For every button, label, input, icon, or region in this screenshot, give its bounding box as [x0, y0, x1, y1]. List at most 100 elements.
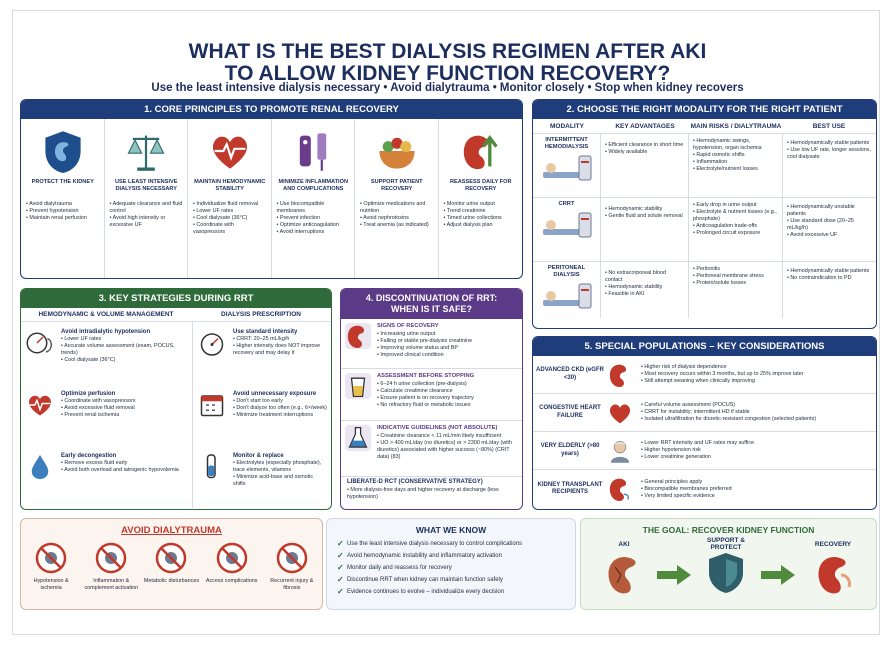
knowledge-text: Evidence continues to evolve – individua… — [347, 588, 505, 595]
bullet-item: Ensure patient is on recovery trajectory — [377, 395, 518, 402]
arrow-right-icon-1 — [657, 565, 691, 585]
no-kidney-icon — [276, 542, 308, 574]
dialytrauma-item: Hypotension & ischemia — [23, 542, 79, 592]
transplant-kidney-icon — [607, 476, 633, 502]
check-icon: ✓ — [337, 551, 344, 560]
title-line-2: TO ALLOW KIDNEY FUNCTION RECOVERY? — [224, 62, 671, 85]
arrow-right-icon-2 — [761, 565, 795, 585]
bullet-item: Careful volume assessment (POCUS) — [641, 402, 876, 409]
bullet-item: Peritonitis — [693, 266, 778, 273]
bullet-item: No contraindication to PD — [787, 275, 871, 282]
discontinuation-section: ASSESSMENT BEFORE STOPPING 6–24 h urine c… — [341, 369, 522, 421]
patient-hemodialysis-icon — [541, 154, 593, 184]
bullet-item: Optimize anticoagulation — [277, 222, 351, 229]
modality-best-use: Hemodynamically stable patientsNo contra… — [787, 268, 871, 282]
bullet-item: Electrolyte & nutrient losses (e.g., pho… — [693, 209, 778, 223]
discontinuation-bullets: 6–24 h urine collection (pre-dialysis)Ca… — [377, 381, 518, 409]
dialytrauma-item: Access complications — [204, 542, 260, 592]
bullet-item: Prolonged circuit exposure — [693, 230, 778, 237]
dialytrauma-label: Access complications — [205, 578, 258, 584]
urine-cup-icon — [345, 373, 371, 399]
core-principle-bullets: Use biocompatible membranesPrevent infec… — [277, 201, 351, 236]
test-tube-icon — [197, 452, 227, 482]
discontinuation-section-title: SIGNS OF RECOVERY — [377, 323, 439, 329]
column-modality: MODALITY — [550, 122, 584, 130]
discontinuation-header: 4. DISCONTINUATION OF RRT: WHEN IS IT SA… — [341, 289, 522, 319]
core-principle-bullets: Avoid dialytraumaPrevent hypotensionMain… — [26, 201, 100, 222]
strategy-title: Use standard intensity — [233, 329, 298, 335]
no-virus-icon — [95, 542, 127, 574]
modality-row: CRRTHemodynamic stabilityGentle fluid an… — [533, 198, 876, 262]
modality-advantages: Hemodynamic stabilityGentle fluid and so… — [605, 206, 684, 220]
bullet-item: Use biocompatible membranes — [277, 201, 351, 215]
special-population-bullets: Higher risk of dialysis dependenceMost r… — [641, 364, 876, 385]
bullet-item: Monitor urine output — [444, 201, 519, 208]
modality-risks: Early drop in urine outputElectrolyte & … — [693, 202, 778, 237]
knowledge-item: ✓Discontinue RRT when kidney can maintai… — [337, 575, 575, 584]
bullet-item: Higher hypotension risk — [641, 447, 876, 454]
prescription-column-title: DIALYSIS PRESCRIPTION — [221, 311, 301, 318]
gauge-tube-icon — [25, 328, 55, 358]
strategy-title: Early decongestion — [61, 453, 117, 459]
core-principle-item: MINIMIZE INFLAMMATION AND COMPLICATIONS U… — [272, 119, 355, 278]
bullet-item: Higher intensity does NOT improve recove… — [233, 343, 327, 357]
special-population-row: KIDNEY TRANSPLANT RECIPIENTSGeneral prin… — [533, 470, 876, 508]
bullet-item: Individualize fluid removal — [193, 201, 267, 208]
discontinuation-section: SIGNS OF RECOVERY Increasing urine output… — [341, 319, 522, 369]
bullet-item: Lower UF rates — [193, 208, 267, 215]
bullet-item: Most recovery occurs within 3 months, bu… — [641, 371, 876, 378]
strategy-item: Monitor & replaceElectrolytes (especiall… — [193, 446, 331, 508]
discontinuation-bullets: Increasing urine outputFalling or stable… — [377, 331, 518, 359]
kidney-icon — [607, 362, 633, 388]
dialytrauma-item: Metabolic disturbances — [143, 542, 199, 592]
strategy-bullets: Electrolytes (especially phosphate), tra… — [233, 460, 327, 488]
knowledge-item: ✓Avoid hemodynamic instability and infla… — [337, 551, 575, 560]
bullet-item: Hemodynamic stability — [605, 206, 684, 213]
bullet-item: Protein/solute losses — [693, 280, 778, 287]
bullet-item: Anticoagulation trade-offs — [693, 223, 778, 230]
core-principles-header: 1. CORE PRINCIPLES TO PROMOTE RENAL RECO… — [21, 100, 522, 119]
bullet-item: Avoid nephrotoxins — [360, 215, 434, 222]
core-principle-title: MINIMIZE INFLAMMATION AND COMPLICATIONS — [278, 179, 349, 192]
strategy-title: Optimize perfusion — [61, 391, 116, 397]
special-population-name: VERY ELDERLY (>80 years) — [540, 443, 600, 457]
bullet-item: Higher risk of dialysis dependence — [641, 364, 876, 371]
bullet-item: Very limited specific evidence — [641, 493, 876, 500]
bullet-item: Hemodynamic stability — [605, 284, 684, 291]
strategies-header: 3. KEY STRATEGIES DURING RRT — [21, 289, 331, 308]
balance-scale-icon — [124, 129, 168, 173]
no-access-icon — [216, 542, 248, 574]
special-population-bullets: Lower RRT intensity and UF rates may suf… — [641, 440, 876, 461]
bullet-item: General principles apply — [641, 479, 876, 486]
discontinuation-bullets: Creatinine clearance < 11 mL/min likely … — [377, 433, 518, 461]
strategy-bullets: CRRT: 20–25 mL/kg/hHigher intensity does… — [233, 336, 327, 357]
modality-advantages: Efficient clearance in short timeWidely … — [605, 142, 684, 156]
no-gauge-icon — [35, 542, 67, 574]
strategy-item: Avoid unnecessary exposureDon't start to… — [193, 384, 331, 446]
column-advantages: KEY ADVANTAGES — [615, 122, 675, 130]
bullet-item: No extracorporeal blood contact — [605, 270, 684, 284]
core-principle-title: REASSESS DAILY FOR RECOVERY — [449, 179, 512, 192]
no-tubes-icon — [155, 542, 187, 574]
healthy-kidney-icon — [818, 557, 851, 594]
bullet-item: Increasing urine output — [377, 331, 518, 338]
discontinuation-section-title: ASSESSMENT BEFORE STOPPING — [377, 373, 475, 379]
bullet-item: Avoid high intensity or excessive UF — [110, 215, 184, 229]
bullet-item: Adequate clearance and fluid control — [110, 201, 184, 215]
bullet-item: Improving volume status and BP — [377, 345, 518, 352]
modality-row: INTERMITTENT HEMODIALYSIS Efficient clear… — [533, 134, 876, 198]
bullet-item: Isolated ultrafiltration for diuretic-re… — [641, 416, 876, 423]
bullet-item: Lower RRT intensity and UF rates may suf… — [641, 440, 876, 447]
core-principle-bullets: Optimize medications and nutritionAvoid … — [360, 201, 434, 229]
modality-header: 2. CHOOSE THE RIGHT MODALITY FOR THE RIG… — [533, 100, 876, 119]
bullet-item: Improved clinical condition — [377, 352, 518, 359]
special-population-bullets: General principles applyBiocompatible me… — [641, 479, 876, 500]
bullet-item: Avoid both overload and iatrogenic hypov… — [61, 467, 188, 474]
patient-crrt-icon — [541, 211, 593, 241]
kidney-arrow-icon — [459, 129, 503, 173]
modality-name: INTERMITTENT HEMODIALYSIS — [544, 137, 589, 150]
what-we-know-title: WHAT WE KNOW — [415, 525, 487, 535]
dialytrauma-label: Recurrent injury & fibrosis — [270, 578, 314, 591]
what-we-know-panel: WHAT WE KNOW ✓Use the least intensive di… — [326, 518, 576, 610]
bullet-item: Coordinate with vasopressors — [193, 222, 267, 236]
